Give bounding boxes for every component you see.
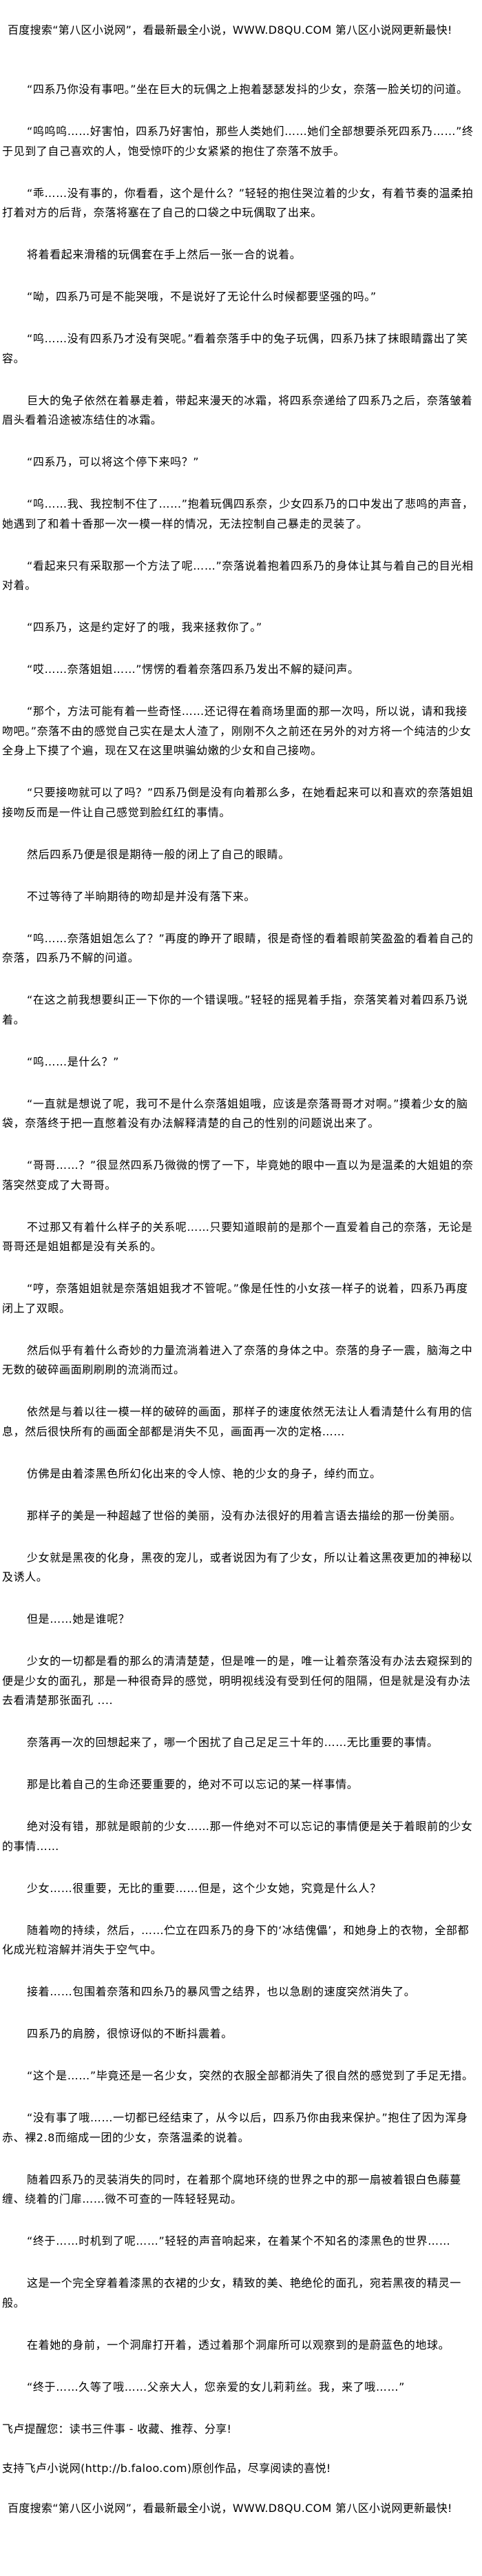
chapter-paragraph: “哎……奈落姐姐……”愣愣的看着奈落四系乃发出不解的疑问声。 [27, 663, 359, 676]
chapter-paragraph: 接着……包围着奈落和四糸乃的暴风雪之结界，也以急剧的速度突然消失了。 [27, 1985, 416, 1998]
chapter-paragraph: 那是比着自己的生命还要重要的，绝对不可以忘记的某一样事情。 [27, 1778, 359, 1791]
chapter-paragraph: “四系乃，可以将这个停下来吗？” [27, 455, 200, 468]
chapter-paragraph: “没有事了哦……一切都已经结束了，从今以后，四系乃你由我来保护。”抱住了因为浑身… [2, 2111, 468, 2144]
chapter-paragraph: 四系乃的肩膀，很惊讶似的不断抖震着。 [27, 2027, 233, 2040]
chapter-paragraph: “这个是……”毕竟还是一名少女，突然的衣服全部都消失了很自然的感觉到了手足无措。 [27, 2069, 474, 2082]
chapter-paragraph: 少女的一切都是看的那么的清清楚楚，但是唯一的是，唯一让着奈落没有办法去窥探到的便… [2, 1654, 473, 1707]
chapter-paragraph: “终于……时机到了呢……”轻轻的声音响起来，在着某个不知名的漆黑色的世界…… [27, 2234, 451, 2247]
chapter-paragraph: “四系乃你没有事吧。”坐在巨大的玩偶之上抱着瑟瑟发抖的少女，奈落一脸关切的问道。 [27, 83, 468, 96]
chapter-paragraph: “呜……奈落姐姐怎么了？”再度的睁开了眼睛，很是奇怪的看着眼前笑盈盈的看着自己的… [2, 931, 474, 965]
chapter-paragraph: “终于……久等了哦……父亲大人，您亲爱的女儿莉莉丝。我，来了哦……” [27, 2380, 405, 2393]
chapter-paragraph: 那样子的美是一种超越了世俗的美丽，没有办法很好的用着言语去描绘的那一份美丽。 [27, 1508, 461, 1522]
support-note: 支持飞卢小说网(http://b.faloo.com)原创作品，尽享阅读的喜悦! [2, 2462, 331, 2475]
site-banner-top: 百度搜索“第八区小说网”，看最新最全小说，WWW.D8QU.COM 第八区小说网… [8, 23, 452, 37]
chapter-paragraph: 少女就是黑夜的化身，黑夜的宠儿，或者说因为有了少女，所以让着这黑夜更加的神秘以及… [2, 1550, 473, 1584]
chapter-paragraph: 不过等待了半晌期待的吻却是并没有落下来。 [27, 889, 256, 903]
chapter-paragraph: 绝对没有错，那就是眼前的少女……那一件绝对不可以忘记的事情便是关于着眼前的少女的… [2, 1820, 473, 1853]
chapter-paragraph: “四系乃，这是约定好了的哦，我来拯救你了。” [27, 621, 262, 634]
chapter-paragraph: 但是……她是谁呢？ [27, 1612, 130, 1625]
chapter-body: “四系乃你没有事吧。”坐在巨大的玩偶之上抱着瑟瑟发抖的少女，奈落一脸关切的问道。… [2, 80, 478, 2397]
chapter-paragraph: 不过那又有着什么样子的关系呢……只要知道眼前的是那个一直爱着自己的奈落，无论是哥… [2, 1220, 473, 1254]
chapter-paragraph: 依然是与着以往一模一样的破碎的画面，那样子的速度依然无法让人看清楚什么有用的信息… [2, 1405, 473, 1438]
chapter-paragraph: “看起来只有采取那一个方法了呢……”奈落说着抱着四系乃的身体让其与着自己的目光相… [2, 559, 474, 592]
chapter-paragraph: 巨大的兔子依然在着暴走着，带起来漫天的冰霜，将四系奈递给了四系乃之后，奈落皱着眉… [2, 393, 473, 427]
chapter-paragraph: 这是一个完全穿着着漆黑的衣裙的少女，精致的美、艳绝伦的面孔，宛若黑夜的精灵一般。 [2, 2276, 461, 2309]
chapter-paragraph: “呜……我、我控制不住了……”抱着玩偶四系奈，少女四系乃的口中发出了悲鸣的声音，… [2, 497, 474, 530]
chapter-paragraph: 奈落再一次的回想起来了，哪一个困扰了自己足足三十年的……无比重要的事情。 [27, 1736, 439, 1749]
chapter-paragraph: 随着吻的持续，然后，……伫立在四系乃的身下的‘冰结傀儡’，和她身上的衣物，全部都… [2, 1923, 470, 1957]
chapter-paragraph: “乖……没有事的，你看看，这个是什么？”轻轻的抱住哭泣着的少女，有着节奏的温柔拍… [2, 186, 474, 220]
chapter-paragraph: “哼，奈落姐姐就是奈落姐姐我才不管呢。”像是任性的小女孩一样子的说着，四系乃再度… [2, 1282, 468, 1315]
chapter-paragraph: 仿佛是由着漆黑色所幻化出来的令人惊、艳的少女的身子，绰约而立。 [27, 1466, 381, 1480]
chapter-paragraph: “呜……是什么？” [27, 1055, 119, 1068]
chapter-paragraph: 少女……很重要，无比的重要……但是，这个少女她，究竟是什么人？ [27, 1881, 381, 1895]
chapter-paragraph: “呜呜呜……好害怕，四系乃好害怕，那些人类她们……她们全部想要杀死四系乃……”终… [2, 125, 474, 158]
chapter-paragraph: “在这之前我想要纠正一下你的一个错误哦。”轻轻的摇晃着手指，奈落笑着对着四系乃说… [2, 993, 468, 1026]
chapter-paragraph: “那个，方法可能有着一些奇怪……还记得在着商场里面的那一次吗，所以说，请和我接吻… [2, 705, 472, 757]
chapter-paragraph: “一直就是想说了呢，我可不是什么奈落姐姐哦，应该是奈落哥哥才对啊。”摸着少女的脑… [2, 1097, 468, 1130]
chapter-paragraph: “哥哥……？”很显然四系乃微微的愣了一下，毕竟她的眼中一直以为是温柔的大姐姐的奈… [2, 1159, 474, 1192]
chapter-paragraph: 然后似乎有着什么奇妙的力量流淌着进入了奈落的身体之中。奈落的身子一震，脑海之中无… [2, 1343, 473, 1377]
chapter-page: 百度搜索“第八区小说网”，看最新最全小说，WWW.D8QU.COM 第八区小说网… [2, 23, 478, 2515]
chapter-paragraph: 然后四系乃便是很是期待一般的闭上了自己的眼睛。 [27, 847, 290, 861]
chapter-paragraph: 随着四系乃的灵装消失的同时，在着那个腐地环绕的世界之中的那一扇被着银白色藤蔓缠、… [2, 2172, 461, 2206]
site-banner-bottom: 百度搜索“第八区小说网”，看最新最全小说，WWW.D8QU.COM 第八区小说网… [8, 2501, 452, 2515]
reminder-note: 飞卢提醒您：读书三件事 - 收藏、推荐、分享! [2, 2422, 232, 2435]
chapter-paragraph: “呦，四系乃可是不能哭哦，不是说好了无论什么时候都要坚强的吗。” [27, 290, 377, 303]
chapter-paragraph: “只要接吻就可以了吗？”四系乃倒是没有向着那么多，在她看起来可以和喜欢的奈落姐姐… [2, 786, 474, 819]
chapter-paragraph: “呜……没有四系乃才没有哭呢。”看着奈落手中的兔子玩偶，四系乃抹了抹眼睛露出了笑… [2, 332, 468, 365]
chapter-paragraph: 在着她的身前，一个洞扉打开着，透过着那个洞扉所可以观察到的是蔚蓝色的地球。 [27, 2338, 450, 2351]
chapter-paragraph: 将着看起来滑稽的玩偶套在手上然后一张一合的说着。 [27, 248, 302, 261]
